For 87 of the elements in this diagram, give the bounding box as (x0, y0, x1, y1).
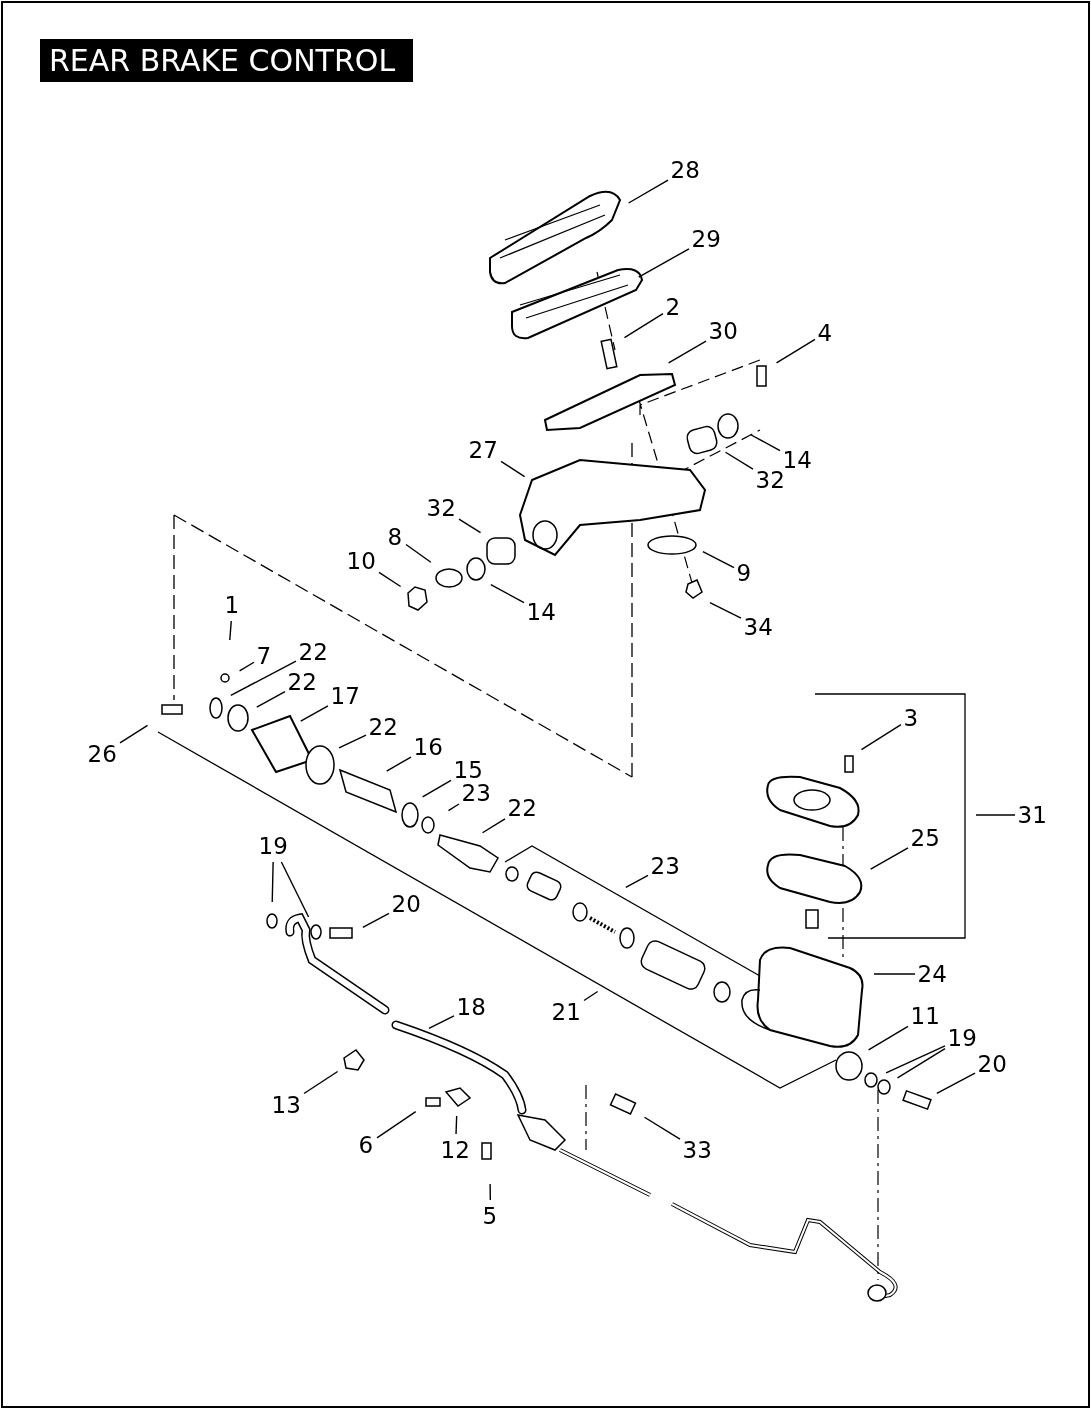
leader-line (724, 451, 754, 470)
callout-number: 23 (461, 780, 491, 806)
leader-line (271, 861, 274, 903)
leader-line (489, 1183, 491, 1201)
leader-line (280, 861, 310, 918)
leader-line (873, 973, 916, 975)
leader-line (583, 990, 599, 1002)
leader-line (638, 248, 690, 278)
callout-number: 28 (670, 157, 700, 183)
callout-number: 31 (1017, 802, 1047, 828)
callout-number: 20 (977, 1051, 1007, 1077)
callout-number: 26 (87, 741, 117, 767)
leader-line (447, 803, 460, 812)
callout-number: 32 (755, 467, 785, 493)
leader-line (421, 779, 452, 798)
callout-number: 1 (224, 592, 240, 618)
diagram-title: REAR BRAKE CONTROL (40, 39, 414, 82)
leader-line (627, 179, 669, 204)
callout-number: 27 (468, 437, 498, 463)
leader-line (229, 620, 232, 641)
callout-number: 6 (358, 1132, 374, 1158)
leader-line (870, 847, 909, 870)
callout-number: 16 (413, 734, 443, 760)
callout-number: 23 (650, 853, 680, 879)
leader-line (362, 912, 390, 928)
callout-number: 9 (736, 560, 752, 586)
leader-line (500, 460, 526, 478)
callout-number: 22 (287, 669, 317, 695)
leader-line (405, 543, 432, 563)
callout-number: 19 (947, 1025, 977, 1051)
leader-line (702, 550, 735, 569)
callout-number: 22 (298, 639, 328, 665)
callout-number: 17 (330, 683, 360, 709)
leader-line (300, 705, 329, 722)
leader-line (376, 1110, 417, 1139)
callout-number: 19 (258, 833, 288, 859)
leader-line (643, 1116, 681, 1140)
leader-line (775, 338, 816, 364)
leader-line (750, 434, 781, 452)
leader-line (256, 690, 286, 708)
leader-line (625, 874, 649, 888)
callout-number: 22 (507, 795, 537, 821)
leader-line (975, 814, 1016, 816)
leader-line (481, 818, 506, 834)
leader-line (867, 1025, 909, 1051)
callout-number: 4 (817, 320, 833, 346)
leader-line (119, 724, 149, 744)
callout-number: 8 (387, 524, 403, 550)
callout-number: 5 (482, 1203, 498, 1229)
leader-line (860, 723, 902, 751)
callout-number: 14 (526, 599, 556, 625)
leader-line (338, 734, 367, 749)
callout-number: 10 (346, 548, 376, 574)
leader-line (230, 660, 297, 697)
leader-line (667, 340, 707, 364)
callout-number: 14 (782, 447, 812, 473)
callout-number: 34 (743, 614, 773, 640)
callout-number: 30 (708, 318, 738, 344)
leader-line (709, 601, 742, 619)
leader-line (623, 312, 664, 339)
leader-line (378, 571, 402, 588)
callout-number: 25 (910, 825, 940, 851)
callout-number: 7 (256, 643, 272, 669)
callout-number: 11 (910, 1003, 940, 1029)
leader-line (428, 1015, 455, 1030)
callout-number: 2 (665, 294, 681, 320)
callout-number: 13 (271, 1092, 301, 1118)
callout-number: 15 (453, 757, 483, 783)
callout-number: 24 (917, 961, 947, 987)
callout-number: 22 (368, 714, 398, 740)
callout-number: 29 (691, 226, 721, 252)
leader-line (238, 661, 255, 672)
callout-number: 32 (426, 495, 456, 521)
leader-line (458, 518, 482, 534)
leader-line (885, 1045, 946, 1074)
leader-line (303, 1070, 339, 1095)
leader-line (455, 1115, 458, 1135)
callout-number: 21 (551, 999, 581, 1025)
leader-line (936, 1072, 976, 1095)
leader-line (490, 584, 525, 604)
leader-line (385, 756, 412, 772)
leader-line (896, 1048, 946, 1079)
callout-number: 20 (391, 891, 421, 917)
callout-number: 12 (440, 1137, 470, 1163)
callout-number: 18 (456, 994, 486, 1020)
callout-number: 33 (682, 1137, 712, 1163)
callout-number: 3 (903, 705, 919, 731)
